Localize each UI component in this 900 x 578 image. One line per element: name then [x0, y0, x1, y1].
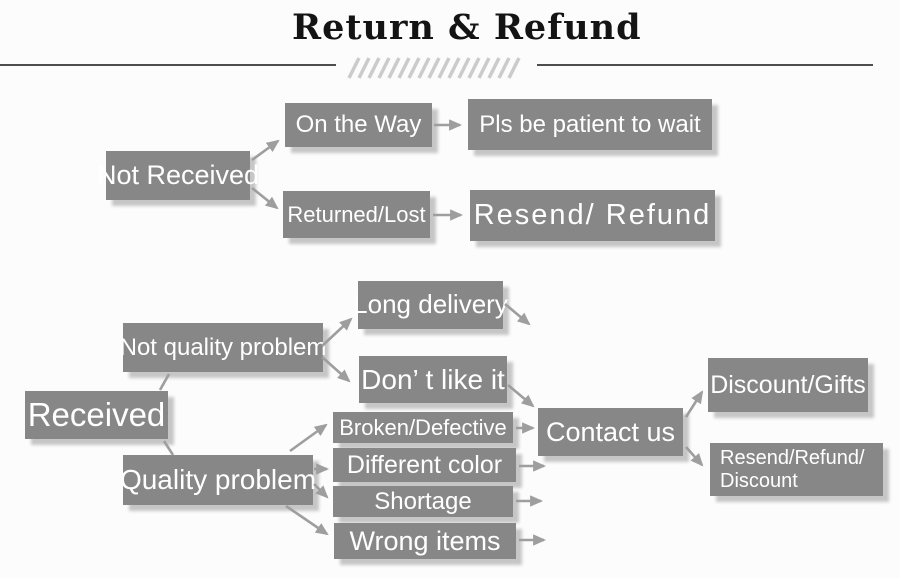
node-not-quality-problem: Not quality problem — [120, 323, 326, 372]
node-long-delivery: Long delivery — [353, 281, 508, 329]
node-resend-refund: Resend/ Refund — [470, 190, 715, 241]
node-different-color: Different color — [333, 448, 516, 482]
node-label: Contact us — [545, 416, 676, 447]
divider-line-left — [0, 64, 336, 66]
node-label: Broken/Defective — [339, 414, 507, 440]
node-dont-like-it: Don’ t like it — [359, 356, 507, 403]
arrow-quality-to-broken-defective — [289, 423, 328, 453]
arrow-quality-to-wrong-items — [285, 504, 329, 536]
arrow-not-quality-to-dont-like-it — [321, 356, 351, 383]
arrow-contact-us-to-resend-refund-discount — [685, 446, 704, 467]
arrow-contact-us-to-discount-gifts — [684, 390, 704, 418]
node-received: Received — [25, 391, 168, 439]
node-label: Not quality problem — [119, 333, 327, 361]
node-label-line2: Discount — [720, 469, 798, 492]
node-returned-lost: Returned/Lost — [283, 191, 430, 238]
node-broken-defective: Broken/Defective — [333, 412, 513, 443]
node-wrong-items: Wrong items — [334, 523, 516, 559]
node-shortage: Shortage — [333, 486, 513, 517]
node-label: Long delivery — [353, 289, 508, 320]
node-label: Wrong items — [349, 525, 501, 556]
node-label: Pls be patient to wait — [479, 110, 701, 138]
arrow-not-received-to-on-the-way — [251, 139, 280, 162]
page-title: Return & Refund — [292, 7, 642, 48]
node-label: Discount/Gifts — [710, 370, 866, 399]
connector-received-to-not-quality — [158, 373, 171, 391]
node-pls-be-patient-to-wait: Pls be patient to wait — [468, 99, 712, 150]
node-not-received: Not Received — [97, 151, 259, 200]
node-label: Not Received — [96, 160, 260, 191]
node-label: Quality problem — [119, 464, 317, 496]
connector-received-to-quality — [162, 440, 175, 456]
arrow-long-delivery-out — [504, 303, 531, 326]
node-label: Don’ t like it — [361, 363, 505, 395]
node-label: Returned/Lost — [287, 201, 426, 227]
node-label: Different color — [346, 450, 503, 479]
node-label: Received — [27, 395, 166, 433]
node-contact-us: Contact us — [538, 408, 683, 456]
node-label: On the Way — [295, 111, 422, 139]
hatch-stripes-icon — [347, 57, 521, 79]
node-quality-problem: Quality problem — [119, 455, 317, 505]
divider-line-right — [537, 64, 873, 66]
node-on-the-way: On the Way — [285, 103, 432, 147]
node-label: Shortage — [374, 487, 472, 515]
node-label-line1: Resend/Refund/ — [720, 446, 865, 469]
arrow-dont-like-it-to-contact-us — [507, 384, 535, 408]
node-label: Resend/ Refund — [473, 199, 712, 232]
node-resend-refund-discount: Resend/Refund/ Discount — [710, 443, 883, 496]
arrow-not-received-to-returned-lost — [251, 186, 279, 210]
node-discount-gifts: Discount/Gifts — [708, 358, 868, 412]
